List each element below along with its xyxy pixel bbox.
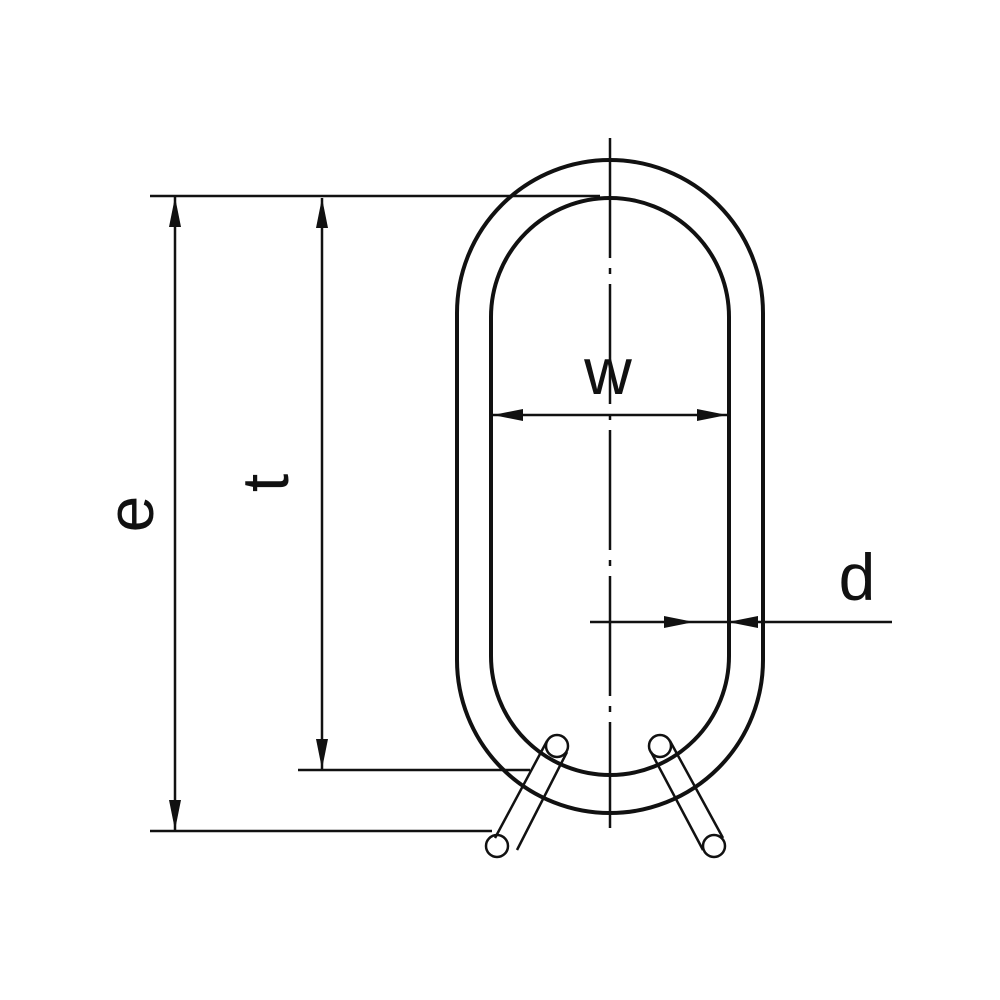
dimension-d-label: d [839,540,876,614]
dimension-w-label: w [583,334,632,408]
dimension-t: t [228,198,328,769]
dimension-e-label: e [93,496,167,533]
sub-link-right [647,733,727,859]
dimension-w: w [493,334,727,421]
extension-lines [150,194,600,833]
dimension-t-label: t [228,474,302,492]
dimension-e: e [93,197,181,830]
dimension-d: d [590,540,892,628]
sub-link-left [484,733,570,859]
